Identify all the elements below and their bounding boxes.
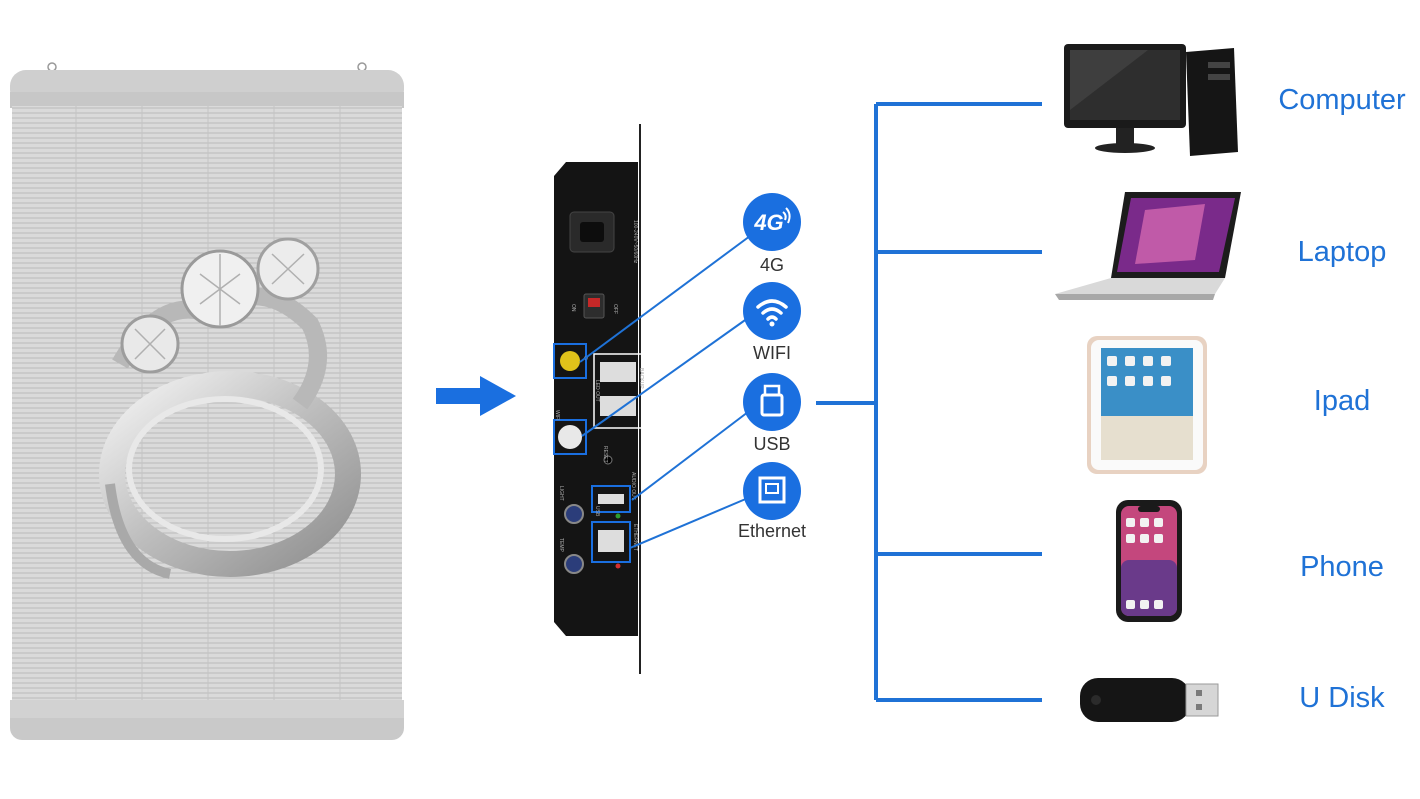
led-panel-image [10,62,404,740]
phone-icon [1116,500,1182,622]
control-box: 100-240V~50/60Hz ON OFF G LED OUT BACKUP… [548,120,648,680]
device-label-phone: Phone [1300,551,1384,583]
power-rating-label: 100-240V~50/60Hz [632,220,638,264]
feature-label-4g: 4G [759,255,784,275]
usb-drive-icon [1078,674,1220,726]
computer-icon [1058,40,1244,158]
audio-out-label: AUDIO OUT [630,472,636,500]
light-label: LIGHT [558,486,564,501]
feature-label-wifi: WIFI [753,343,791,363]
on-label: ON [570,304,576,312]
usb-port-label: USB [594,506,600,517]
device-label-laptop: Laptop [1297,236,1387,268]
led-out-label: LED OUT [594,380,600,402]
laptop-icon [1055,190,1241,302]
ethernet-port-label: ETHERNET [632,524,638,551]
wifi-icon [743,282,801,340]
backup-label: BACKUP [638,368,644,389]
usb-icon [743,373,801,431]
reset-label: RESET [602,446,608,463]
device-label-computer: Computer [1278,84,1406,116]
ring-image [99,237,361,579]
device-label-udisk: U Disk [1299,682,1385,714]
ethernet-icon [743,462,801,520]
feature-label-usb: USB [753,434,791,454]
transparent-led-panel [10,62,404,740]
device-label-ipad: Ipad [1313,385,1371,417]
4g-icon-text: 4G [753,210,783,235]
wifi-port-label: WIFI [554,410,560,421]
g-label: G [582,356,588,360]
tablet-icon [1087,336,1207,474]
feature-label-ethernet: Ethernet [737,521,807,541]
arrow-right-icon [436,376,516,416]
off-label: OFF [612,304,618,314]
temp-label: TEMP [558,538,564,553]
4g-icon: 4G [743,193,801,251]
